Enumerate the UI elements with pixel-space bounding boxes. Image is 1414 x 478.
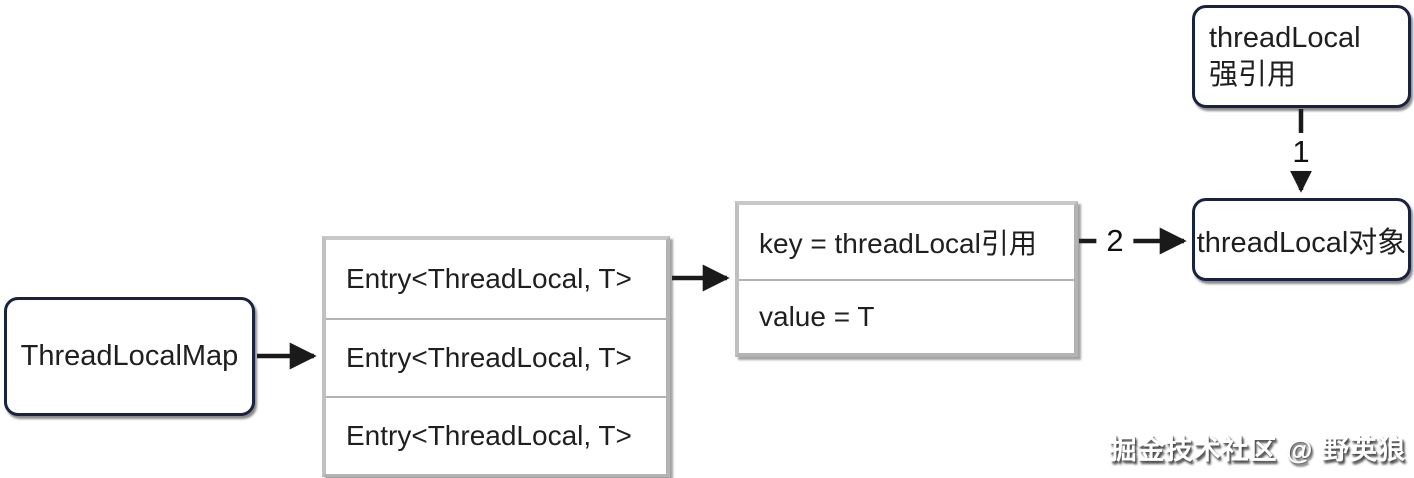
node-threadlocal-strong-ref: threadLocal 强引用 xyxy=(1192,5,1411,108)
entry-row-1: Entry<ThreadLocal, T> xyxy=(326,240,666,318)
strong-ref-line2: 强引用 xyxy=(1209,58,1297,91)
node-threadlocalmap: ThreadLocalMap xyxy=(4,297,255,416)
edge-label-1: 1 xyxy=(1282,132,1320,172)
node-threadlocalmap-label: ThreadLocalMap xyxy=(20,340,239,372)
kv-row-value: value = T xyxy=(739,279,1074,353)
kv-row-key: key = threadLocal引用 xyxy=(739,205,1074,279)
node-threadlocal-object: threadLocal对象 xyxy=(1192,198,1411,281)
node-threadlocal-object-label: threadLocal对象 xyxy=(1196,226,1407,259)
strong-ref-line1: threadLocal xyxy=(1209,21,1361,54)
entry-row-3: Entry<ThreadLocal, T> xyxy=(326,396,666,474)
table-entries: Entry<ThreadLocal, T> Entry<ThreadLocal,… xyxy=(322,236,670,477)
entry-row-2: Entry<ThreadLocal, T> xyxy=(326,318,666,396)
node-strong-ref-label: threadLocal 强引用 xyxy=(1209,20,1361,94)
watermark-text: 掘金技术社区 @ 野英狼 xyxy=(1109,435,1406,465)
table-key-value: key = threadLocal引用 value = T xyxy=(735,201,1078,357)
edge-label-2: 2 xyxy=(1096,221,1134,261)
